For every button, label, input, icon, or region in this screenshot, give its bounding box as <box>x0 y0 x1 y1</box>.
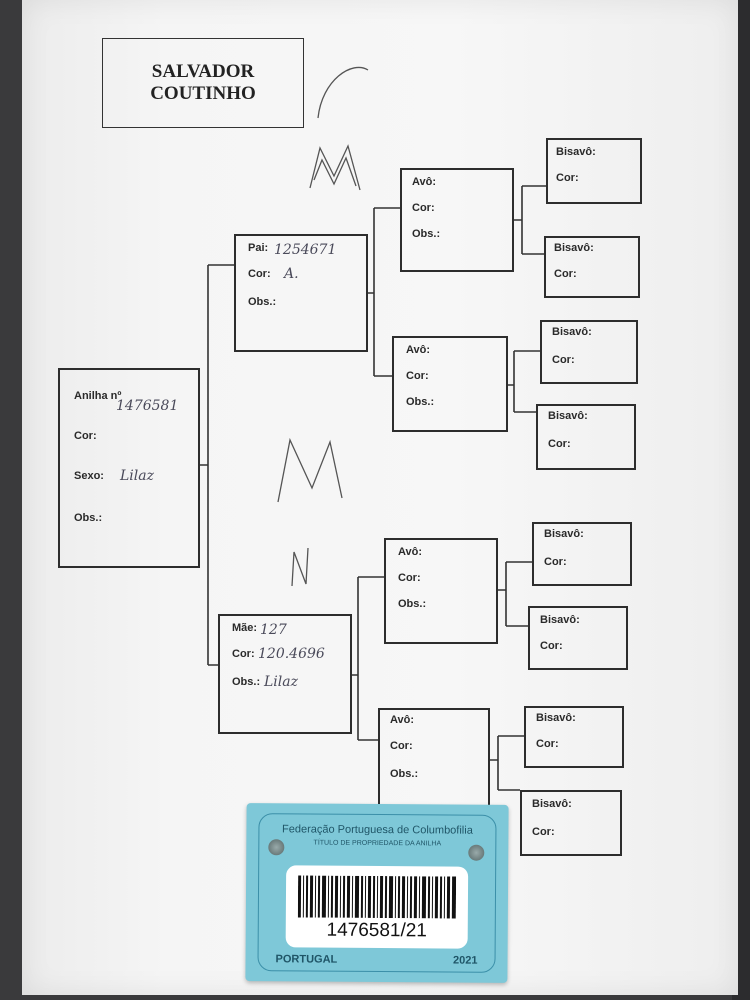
mother-obs-value: Lilaz <box>264 674 298 690</box>
great-grandparent-color-label: Cor: <box>544 556 567 568</box>
barcode-icon <box>297 875 457 919</box>
subject-obs-label: Obs.: <box>74 512 103 524</box>
great-grandparent-box <box>540 320 638 384</box>
pedigree-connector-lines <box>198 66 546 791</box>
breeder-name-line2: COUTINHO <box>150 83 256 104</box>
great-grandparent-label: Bisavô: <box>544 528 584 540</box>
mother-color-label: Cor: <box>232 648 255 660</box>
grandparent-label: Avô: <box>406 344 431 356</box>
great-grandparent-label: Bisavô: <box>548 410 588 422</box>
grandparent-label: Avô: <box>390 714 415 726</box>
breeder-name-line1: SALVADOR <box>151 61 255 82</box>
father-ring-label: Pai: <box>248 242 269 254</box>
great-grandparent-label: Bisavô: <box>554 242 594 254</box>
card-ring-number: 1476581/21 <box>326 919 427 942</box>
grandparent-obs-label: Obs.: <box>406 396 435 408</box>
great-grandparent-label: Bisavô: <box>532 798 572 810</box>
great-grandparent-label: Bisavô: <box>536 712 576 724</box>
grandparent-color-label: Cor: <box>406 370 429 382</box>
grandparent-color-label: Cor: <box>390 740 413 752</box>
ring-ownership-card: Federação Portuguesa de Columbofilia TÍT… <box>245 803 509 983</box>
grandparent-color-label: Cor: <box>398 572 421 584</box>
father-obs-label: Obs.: <box>248 296 277 308</box>
father-color-label: Cor: <box>248 268 271 280</box>
grandparent-box <box>384 538 498 644</box>
great-grandparent-label: Bisavô: <box>540 614 580 626</box>
mother-color-value: 120.4696 <box>258 646 325 662</box>
emblem-icon <box>268 839 285 856</box>
great-grandparent-label: Bisavô: <box>552 326 592 338</box>
grandparent-color-label: Cor: <box>412 202 435 214</box>
barcode-panel: 1476581/21 <box>285 865 469 949</box>
subject-ring-label: Anilha nº <box>74 390 122 402</box>
father-ring-value: 1254671 <box>274 242 337 258</box>
card-year: 2021 <box>453 954 478 967</box>
pigeon-emblem-icon <box>468 844 485 861</box>
subject-color-label: Cor: <box>74 430 97 442</box>
great-grandparent-color-label: Cor: <box>532 826 555 838</box>
handwritten-marks <box>277 66 369 587</box>
pedigree-sheet: SALVADOR COUTINHO Anilha nº 1476581 Cor:… <box>22 0 738 995</box>
great-grandparent-box <box>532 522 632 586</box>
grandparent-box <box>392 336 508 432</box>
grandparent-obs-label: Obs.: <box>390 768 419 780</box>
grandparent-label: Avô: <box>412 176 437 188</box>
subject-ring-value: 1476581 <box>116 398 179 414</box>
great-grandparent-label: Bisavô: <box>556 146 596 158</box>
mother-obs-label: Obs.: <box>232 676 261 688</box>
subject-sex-value: Lilaz <box>120 468 154 484</box>
mother-box <box>218 614 352 734</box>
subject-sex-label: Sexo: <box>74 470 104 482</box>
mother-ring-value: 127 <box>260 622 287 638</box>
great-grandparent-box <box>536 404 636 470</box>
great-grandparent-color-label: Cor: <box>556 172 579 184</box>
grandparent-obs-label: Obs.: <box>398 598 427 610</box>
great-grandparent-color-label: Cor: <box>554 268 577 280</box>
breeder-name-box: SALVADOR COUTINHO <box>102 38 304 128</box>
great-grandparent-box <box>524 706 624 768</box>
grandparent-label: Avô: <box>398 546 423 558</box>
card-country: PORTUGAL <box>275 953 338 966</box>
grandparent-obs-label: Obs.: <box>412 228 441 240</box>
subject-box <box>58 368 200 568</box>
great-grandparent-box <box>520 790 622 856</box>
great-grandparent-color-label: Cor: <box>540 640 563 652</box>
father-color-value: A. <box>284 266 299 282</box>
grandparent-box <box>400 168 514 272</box>
great-grandparent-color-label: Cor: <box>552 354 575 366</box>
great-grandparent-box <box>528 606 628 670</box>
card-organization: Federação Portuguesa de Columbofilia <box>282 823 473 837</box>
mother-ring-label: Mãe: <box>232 622 258 634</box>
great-grandparent-box <box>544 236 640 298</box>
great-grandparent-color-label: Cor: <box>548 438 571 450</box>
great-grandparent-box <box>546 138 642 204</box>
father-box <box>234 234 368 352</box>
great-grandparent-color-label: Cor: <box>536 738 559 750</box>
